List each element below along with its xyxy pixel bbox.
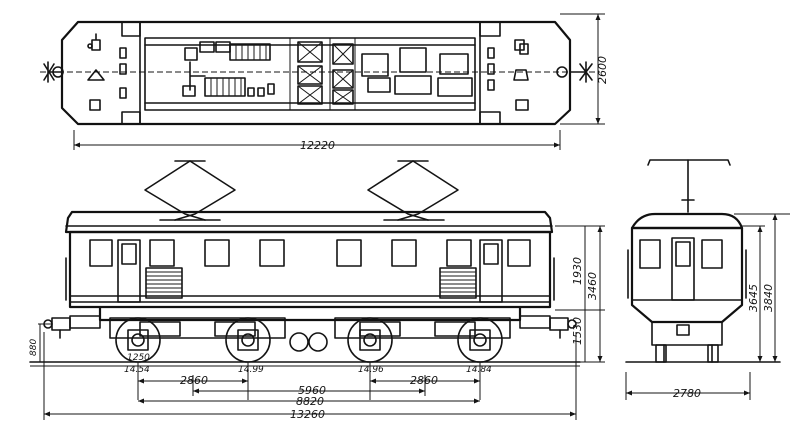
side-coupler-right [549, 317, 577, 339]
side-window-7 [446, 239, 472, 267]
plan-engine-room [144, 37, 476, 111]
side-window-8 [507, 239, 531, 267]
side-window-4 [259, 239, 285, 267]
plan-right-cab-fittings [487, 39, 529, 111]
dim-total-wheelbase: 8820 [296, 395, 324, 408]
plan-corner-tl [121, 21, 141, 37]
pantograph-right [367, 160, 459, 221]
bogie-left [109, 317, 286, 363]
end-roof [630, 212, 744, 230]
axle-load-3: 14.96 [358, 365, 384, 375]
plan-width-label: 2600 [596, 56, 609, 84]
side-window-3 [204, 239, 230, 267]
plan-corner-tr [479, 21, 501, 37]
end-width-label: 2780 [673, 387, 701, 400]
bogie-right [334, 317, 511, 363]
side-body [68, 230, 552, 309]
axle-load-2: 14.99 [238, 365, 264, 375]
axle-load-4: 14.84 [466, 365, 492, 375]
side-roof [64, 210, 554, 234]
plan-view: 2600 12220 [40, 13, 609, 152]
dim-bogie-centres: 5960 [298, 384, 326, 397]
air-tank-2 [308, 332, 328, 352]
wheel-diameter-label: 1250 [127, 353, 150, 363]
axle-load-1: 14.54 [124, 365, 150, 375]
air-tank-1 [289, 332, 309, 352]
end-height-roof: 3645 [747, 284, 760, 312]
dim-wheelbase-left: 2860 [180, 374, 208, 387]
end-buffer-beam [651, 321, 723, 346]
side-window-5 [336, 239, 362, 267]
side-buffer-beam-left [69, 315, 101, 329]
side-window-6 [391, 239, 417, 267]
side-door-right [479, 239, 503, 303]
side-underframe [98, 307, 522, 322]
side-louvre-left [145, 267, 183, 299]
side-buffer-beam-right [519, 315, 551, 329]
side-window-2 [149, 239, 175, 267]
side-coupler-left [43, 317, 71, 339]
end-pantograph-head [647, 159, 731, 166]
height-total-label: 3460 [586, 272, 599, 300]
side-door-right-window [483, 243, 499, 265]
end-view: 3645 3840 2780 [625, 159, 790, 400]
dim-overall-length: 13260 [290, 408, 325, 421]
end-height-pantograph: 3840 [762, 284, 775, 312]
height-lower-label: 1530 [571, 317, 584, 345]
wheel-3 [347, 317, 393, 363]
side-louvre-right [439, 267, 477, 299]
dim-wheelbase-right: 2860 [410, 374, 438, 387]
plan-equipment [182, 41, 473, 105]
plan-left-cab-fittings [87, 33, 127, 111]
plan-body-outline [60, 20, 572, 126]
end-wheel-right [707, 344, 719, 363]
end-headlight [676, 324, 690, 336]
end-door [671, 237, 695, 301]
end-window-right [701, 239, 723, 269]
plan-corner-bl [121, 111, 141, 125]
end-window-left [639, 239, 661, 269]
coupler-height-label: 880 [29, 339, 39, 356]
plan-corner-br [479, 111, 501, 125]
height-upper-label: 1930 [571, 257, 584, 285]
side-door-left [117, 239, 141, 303]
arrowheads [44, 14, 778, 417]
end-door-window [675, 241, 691, 267]
side-window-1 [89, 239, 113, 267]
side-view: 1250 14.54 14.99 14.96 14.84 2860 2860 5… [29, 160, 605, 421]
plan-length-label: 12220 [300, 139, 335, 152]
wheel-4 [457, 317, 503, 363]
wheel-2 [225, 317, 271, 363]
side-door-left-window [121, 243, 137, 265]
pantograph-left [144, 160, 236, 221]
